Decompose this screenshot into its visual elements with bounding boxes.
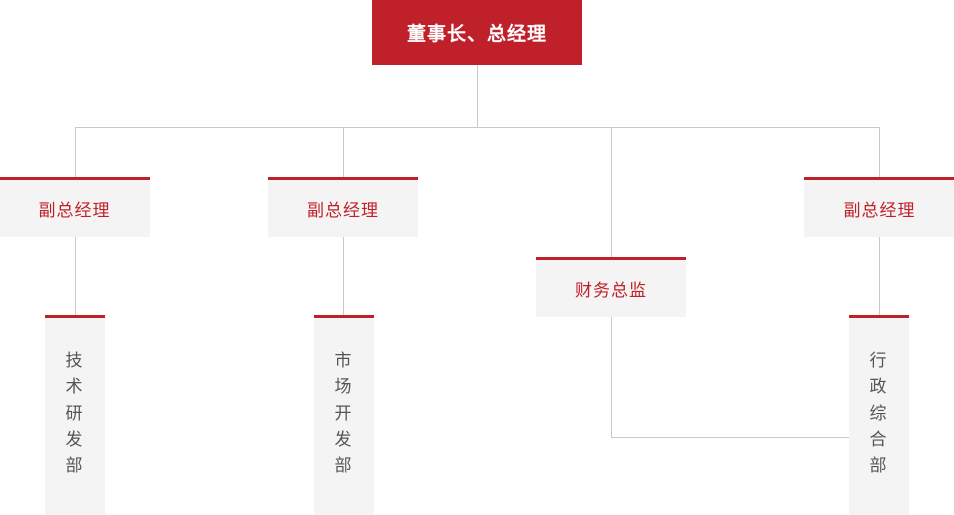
dept2-char-4: 部 bbox=[334, 456, 354, 476]
node-vice-general-manager-3[interactable]: 副总经理 bbox=[804, 177, 954, 237]
node-chairman-general-manager[interactable]: 董事长、总经理 bbox=[372, 0, 582, 65]
node-label-vp3: 副总经理 bbox=[843, 201, 916, 220]
dept1-char-2: 研 bbox=[65, 403, 85, 423]
node-label-dept1: 技 术 研 发 部 bbox=[66, 348, 85, 480]
node-market-development-department[interactable]: 市 场 开 发 部 bbox=[314, 315, 374, 515]
dept2-char-1: 场 bbox=[334, 377, 354, 397]
dept1-char-4: 部 bbox=[65, 456, 85, 476]
dept3-char-3: 合 bbox=[869, 430, 889, 450]
dept1-char-1: 术 bbox=[65, 377, 85, 397]
dept3-char-0: 行 bbox=[869, 351, 889, 370]
dept2-char-3: 发 bbox=[334, 430, 354, 450]
connector-bus-to-vp3 bbox=[879, 127, 880, 177]
node-label-root: 董事长、总经理 bbox=[406, 24, 547, 45]
node-label-cfo: 财务总监 bbox=[575, 281, 647, 300]
connector-vp2-to-dept2 bbox=[343, 237, 344, 315]
dept1-char-3: 发 bbox=[65, 430, 85, 450]
dept2-char-2: 开 bbox=[334, 403, 354, 423]
connector-vp3-to-dept3 bbox=[879, 237, 880, 315]
connector-horizontal-bus bbox=[75, 127, 880, 128]
dept3-char-4: 部 bbox=[869, 456, 889, 476]
node-label-dept2: 市 场 开 发 部 bbox=[335, 348, 354, 480]
node-label-vp2: 副总经理 bbox=[307, 201, 379, 220]
connector-bus-to-vp1 bbox=[75, 127, 76, 177]
node-label-dept3: 行 政 综 合 部 bbox=[870, 348, 889, 480]
dept3-char-1: 政 bbox=[869, 377, 889, 397]
dept3-char-2: 综 bbox=[869, 403, 889, 423]
connector-root-stem bbox=[477, 65, 478, 127]
dept2-char-0: 市 bbox=[334, 351, 354, 370]
dept1-char-0: 技 bbox=[65, 351, 85, 370]
connector-cfo-drop bbox=[611, 317, 612, 437]
connector-vp1-to-dept1 bbox=[75, 237, 76, 315]
node-administration-department[interactable]: 行 政 综 合 部 bbox=[849, 315, 909, 515]
connector-cfo-to-dept3 bbox=[611, 437, 849, 438]
connector-bus-to-vp2 bbox=[343, 127, 344, 177]
node-vice-general-manager-1[interactable]: 副总经理 bbox=[0, 177, 150, 237]
node-label-vp1: 副总经理 bbox=[38, 201, 111, 220]
node-finance-director[interactable]: 财务总监 bbox=[536, 257, 686, 317]
node-vice-general-manager-2[interactable]: 副总经理 bbox=[268, 177, 418, 237]
node-technology-rnd-department[interactable]: 技 术 研 发 部 bbox=[45, 315, 105, 515]
connector-bus-to-cfo bbox=[611, 127, 612, 257]
